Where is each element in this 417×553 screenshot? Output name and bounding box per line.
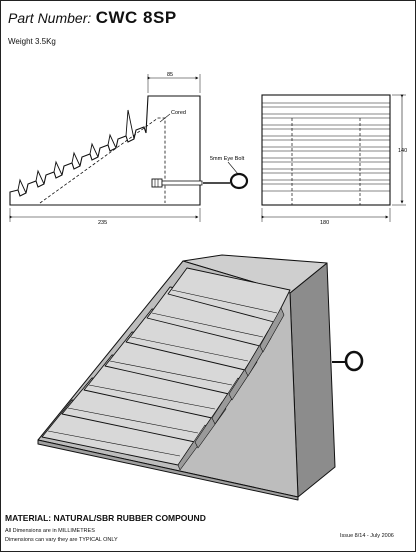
cored-hidden-lines — [291, 118, 361, 205]
part-number-value: CWC 8SP — [95, 8, 177, 27]
side-view-outline — [9, 95, 201, 206]
eye-bolt-icon — [151, 172, 249, 190]
end-view-outline — [261, 94, 391, 206]
issue-text: Issue 8/14 - July 2006 — [340, 533, 394, 539]
chock-3d-render — [37, 254, 364, 501]
part-number-label: Part Number: — [8, 10, 92, 26]
cored-dashed-line — [39, 117, 166, 204]
eye-bolt-3d-icon — [332, 350, 364, 372]
dim-height-label: 140 — [398, 148, 407, 154]
dim-top-label: 85 — [167, 72, 173, 78]
dim-bottom-label: 235 — [98, 220, 107, 226]
side-view: Cored 5mm Eye Bolt 85 235 — [9, 72, 249, 226]
end-view: 140 180 — [261, 94, 407, 226]
units-note: All Dimensions are in MILLIMETRES — [5, 528, 95, 534]
cored-label: Cored — [171, 110, 186, 116]
weight-text: Weight 3.5Kg — [8, 37, 56, 46]
material-text: MATERIAL: NATURAL/SBR RUBBER COMPOUND — [5, 513, 206, 523]
eye-bolt-label: 5mm Eye Bolt — [210, 156, 245, 162]
dim-width-label: 180 — [320, 220, 329, 226]
part-number-heading: Part Number: CWC 8SP — [8, 8, 177, 28]
typical-note: Dimensions can vary they are TYPICAL ONL… — [5, 537, 118, 543]
